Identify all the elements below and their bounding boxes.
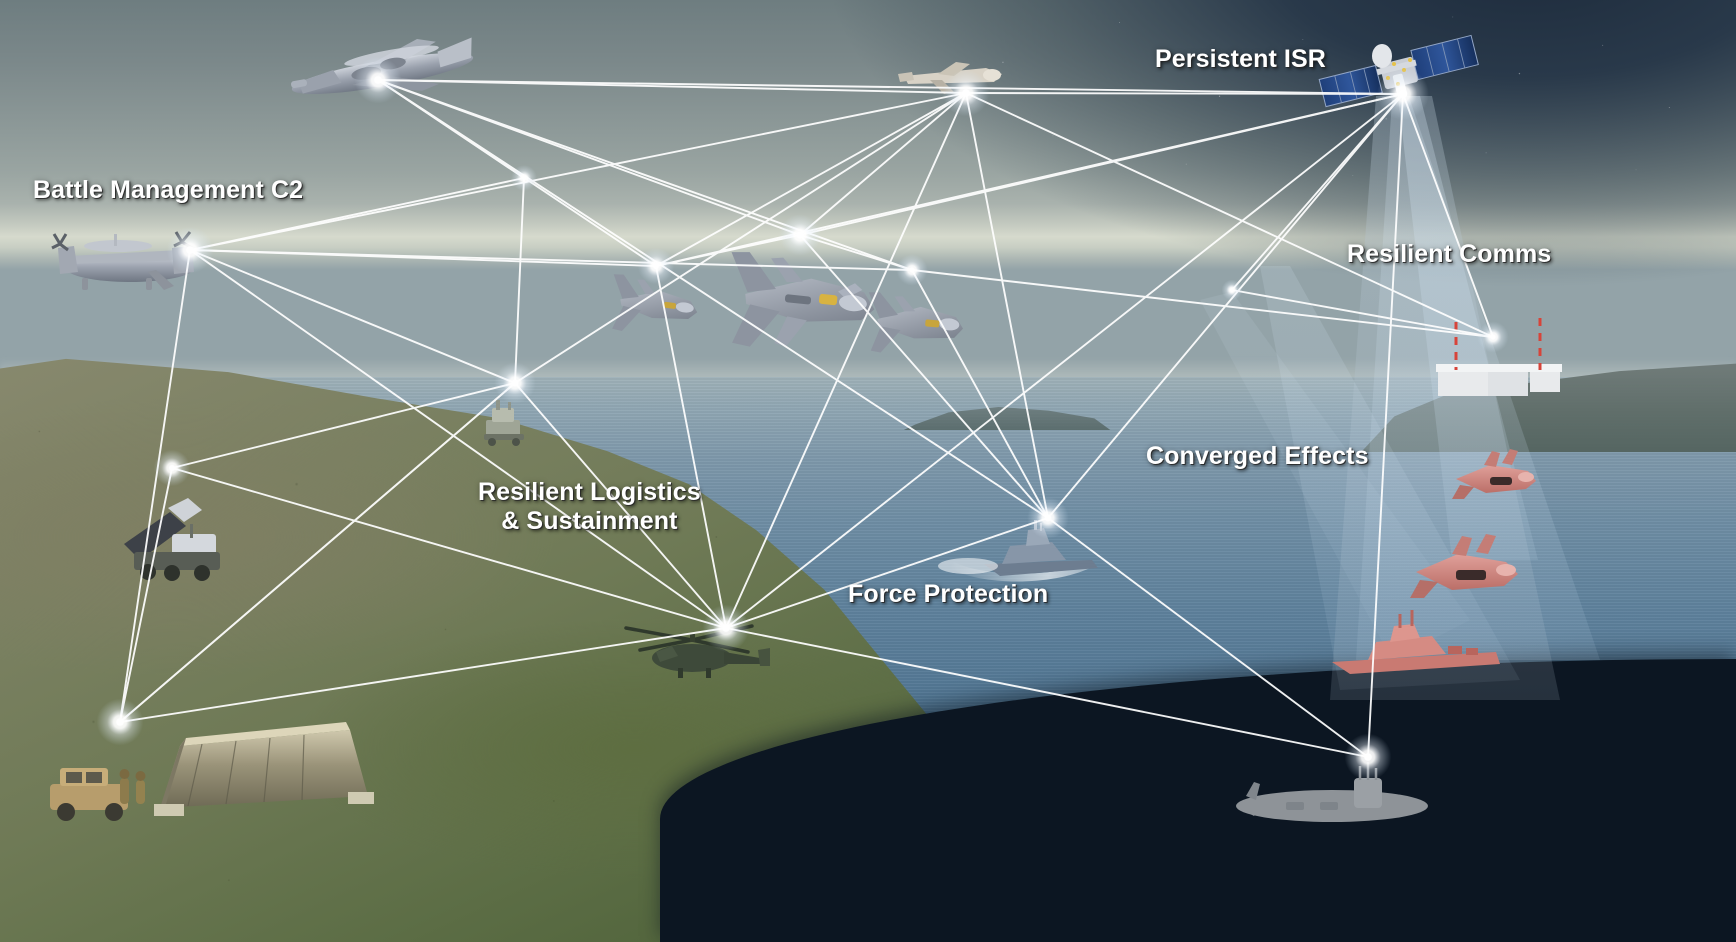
network-link [171, 467, 727, 629]
fighter-aircraft-lead [731, 252, 875, 347]
node-core [511, 379, 519, 387]
network-link [725, 517, 1049, 629]
node-core [1364, 753, 1372, 761]
ground-radar-node[interactable] [494, 362, 536, 404]
network-link [1367, 93, 1404, 758]
node-core [796, 231, 804, 239]
adversary-fighter-aircraft-upper [1452, 449, 1536, 499]
network-link [189, 92, 967, 251]
node-core [909, 267, 915, 273]
node-core [1490, 334, 1496, 340]
utility-helicopter [624, 624, 770, 678]
node-core [962, 89, 970, 97]
fighter-aircraft-left [612, 274, 698, 331]
submarine [1236, 762, 1428, 822]
network-link [119, 382, 516, 723]
ground-communications-station [1436, 318, 1562, 396]
network-link [655, 265, 727, 629]
label-converged-effects: Converged Effects [1146, 442, 1369, 470]
jstars-node[interactable] [354, 56, 402, 104]
expeditionary-base-shelter [154, 722, 374, 816]
network-link [965, 92, 1049, 519]
node-core [1044, 514, 1052, 522]
network-link [1047, 517, 1369, 758]
network-link [725, 93, 1404, 629]
littoral-ship-node[interactable] [1027, 497, 1069, 539]
network-link [725, 92, 967, 629]
node-core [1229, 287, 1235, 293]
forward-base-node[interactable] [96, 698, 144, 746]
network-links [119, 79, 1494, 758]
submarine-node[interactable] [1344, 733, 1392, 781]
hawkeye-node[interactable] [166, 226, 214, 274]
tactical-vehicle [50, 768, 128, 821]
node-core [116, 718, 124, 726]
f35-left-node[interactable] [637, 247, 675, 285]
network-link [1402, 93, 1494, 338]
network-link [189, 249, 913, 271]
node-core [653, 263, 659, 269]
fighter-aircraft-right [868, 292, 964, 353]
satellite-node[interactable] [1377, 68, 1429, 120]
network-link [655, 234, 801, 267]
network-link [514, 92, 967, 384]
relay-node-mid[interactable] [1221, 279, 1243, 301]
node-core [186, 246, 194, 254]
network-link [514, 382, 727, 629]
network-nodes [96, 56, 1509, 781]
network-link [189, 249, 727, 629]
network-link [377, 79, 1404, 95]
network-link [189, 177, 525, 251]
effects-fan-lower [1200, 292, 1470, 660]
adversary-surface-combatant [1332, 610, 1500, 674]
network-link [377, 79, 1049, 519]
rocket-artillery-launcher [124, 498, 220, 581]
network-link [119, 249, 191, 723]
relay-node-upper[interactable] [511, 165, 537, 191]
network-link [514, 177, 525, 384]
network-link [965, 92, 1494, 338]
label-battle-management: Battle Management C2 [33, 176, 304, 204]
label-force-protection: Force Protection [848, 580, 1049, 608]
network-link [725, 627, 1369, 758]
network-link [119, 627, 727, 723]
comms-site-node[interactable] [1477, 321, 1509, 353]
dismounted-personnel [119, 769, 146, 804]
network-link [1231, 289, 1494, 338]
network-link [189, 249, 516, 384]
network-link [377, 79, 967, 94]
label-resilient-logistics: Resilient Logistics& Sustainment [478, 478, 701, 535]
network-link [911, 269, 1494, 338]
network-link [655, 92, 967, 267]
f35-right-node[interactable] [896, 254, 928, 286]
label-persistent-isr: Persistent ISR [1155, 45, 1326, 73]
network-link [377, 79, 913, 271]
network-link [119, 467, 173, 723]
network-link [965, 92, 1404, 95]
airborne-early-warning-aircraft [51, 231, 194, 290]
himars-node[interactable] [153, 449, 191, 487]
node-core [374, 76, 382, 84]
network-link [171, 382, 516, 469]
node-core [169, 465, 175, 471]
node-core [722, 624, 730, 632]
network-link [911, 269, 1049, 519]
node-core [1398, 89, 1408, 99]
adversary-fighter-aircraft-lower [1410, 534, 1518, 598]
helicopter-node[interactable] [702, 604, 750, 652]
network-link [799, 93, 1404, 236]
reaper-node[interactable] [942, 69, 990, 117]
f35-lead-node[interactable] [779, 214, 821, 256]
beam-group [1200, 96, 1600, 700]
littoral-combat-ship [938, 520, 1098, 582]
label-resilient-comms: Resilient Comms [1347, 240, 1552, 268]
node-core [521, 175, 527, 181]
mobile-radar [484, 400, 524, 446]
network-link [799, 92, 967, 236]
network-link [799, 234, 1049, 519]
starfield [902, 0, 1736, 283]
